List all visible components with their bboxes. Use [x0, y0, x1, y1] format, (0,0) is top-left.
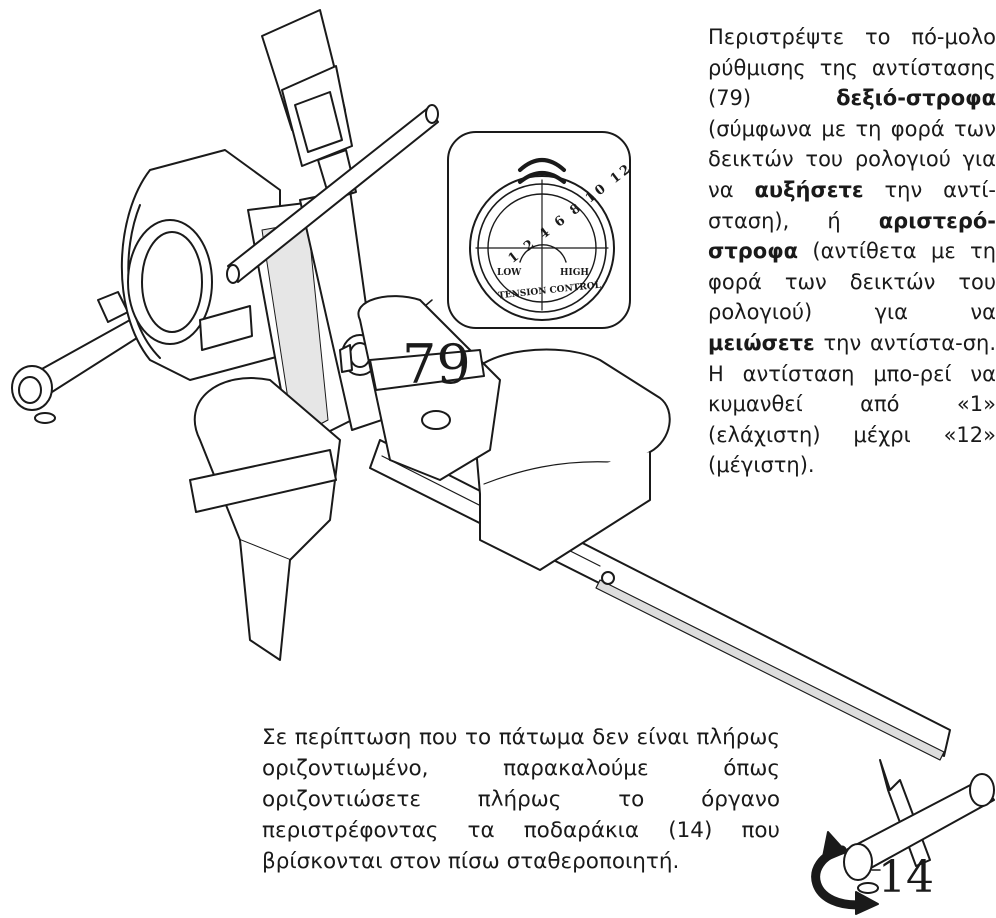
- console: [261, 9, 357, 201]
- rail: [369, 439, 951, 761]
- resistance-instructions: Περιστρέψτε το πό-μολο ρύθμισης της αντί…: [708, 25, 996, 478]
- flywheel-housing: [120, 149, 281, 381]
- front-column: [247, 189, 383, 451]
- rear-stabilizer: [843, 759, 995, 894]
- footrest-right: [357, 295, 501, 481]
- rotate-arrow-icon: [811, 831, 879, 915]
- seat: [469, 348, 671, 585]
- leveling-instructions: Σε περίπτωση που το πάτωμα δεν είναι πλή…: [262, 725, 780, 874]
- handlebar: [226, 104, 439, 284]
- footrest-left: [189, 377, 341, 661]
- callout-79: 79: [402, 333, 471, 396]
- front-stabilizer: [11, 291, 141, 424]
- tension-dial-zoom: [447, 131, 631, 329]
- callout-14: 14: [878, 852, 934, 903]
